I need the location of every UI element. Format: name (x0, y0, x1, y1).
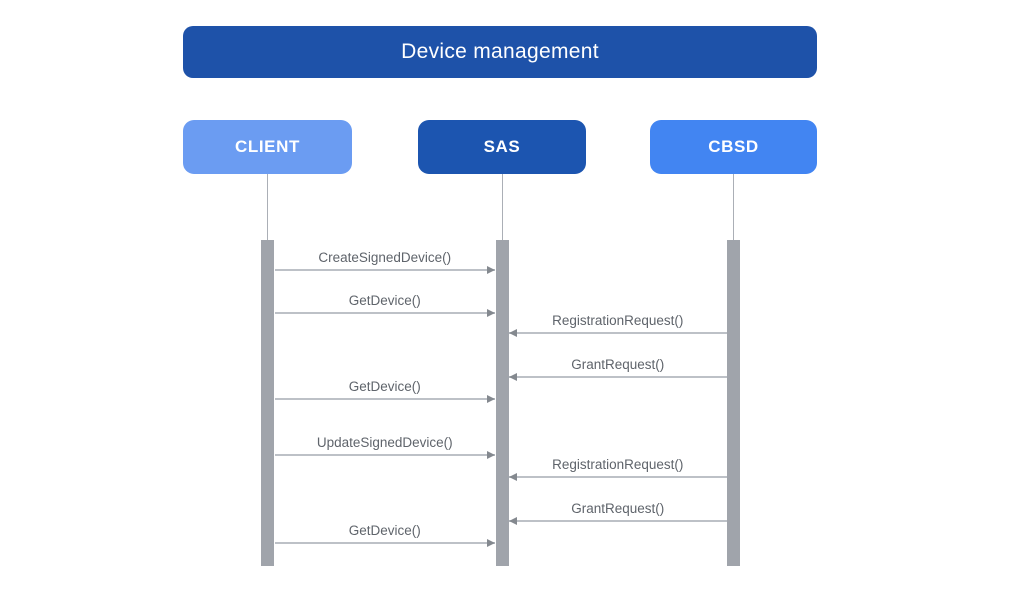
message-arrow-line (274, 542, 495, 544)
activation-bar-cbsd (727, 240, 740, 566)
arrowhead-left-icon (509, 516, 517, 525)
arrowhead-left-icon (509, 472, 517, 481)
message-label: RegistrationRequest() (552, 313, 684, 328)
message-label: GetDevice() (348, 379, 421, 394)
message-label: UpdateSignedDevice() (316, 435, 453, 450)
actor-label: CLIENT (235, 137, 300, 156)
message-arrow-line (509, 376, 727, 378)
message-arrow-line (509, 520, 727, 522)
arrowhead-right-icon (487, 394, 495, 403)
arrowhead-right-icon (487, 265, 495, 274)
arrowhead-right-icon (487, 450, 495, 459)
message-arrow-line (274, 312, 495, 314)
message-label: GrantRequest() (571, 357, 665, 372)
message-label: GetDevice() (348, 293, 421, 308)
message-arrow-line (274, 269, 495, 271)
arrowhead-right-icon (487, 308, 495, 317)
message-label: GrantRequest() (571, 501, 665, 516)
lifeline-client (267, 174, 268, 240)
arrowhead-left-icon (509, 328, 517, 337)
actor-client: CLIENT (183, 120, 352, 174)
diagram-title: Device management (401, 40, 599, 63)
message-arrow-line (509, 332, 727, 334)
lifeline-cbsd (733, 174, 734, 240)
message-label: RegistrationRequest() (552, 457, 684, 472)
actor-label: SAS (483, 137, 521, 156)
message-label: CreateSignedDevice() (318, 250, 452, 265)
actor-cbsd: CBSD (650, 120, 817, 174)
arrowhead-left-icon (509, 372, 517, 381)
activation-bar-client (261, 240, 274, 566)
arrowhead-right-icon (487, 538, 495, 547)
message-arrow-line (274, 398, 495, 400)
actor-sas: SAS (418, 120, 586, 174)
message-arrow-line (509, 476, 727, 478)
message-arrow-line (274, 454, 495, 456)
activation-bar-sas (495, 240, 509, 566)
diagram-title-bar: Device management (183, 26, 817, 78)
message-label: GetDevice() (348, 523, 421, 538)
actor-label: CBSD (708, 137, 759, 156)
lifeline-sas (501, 174, 503, 240)
